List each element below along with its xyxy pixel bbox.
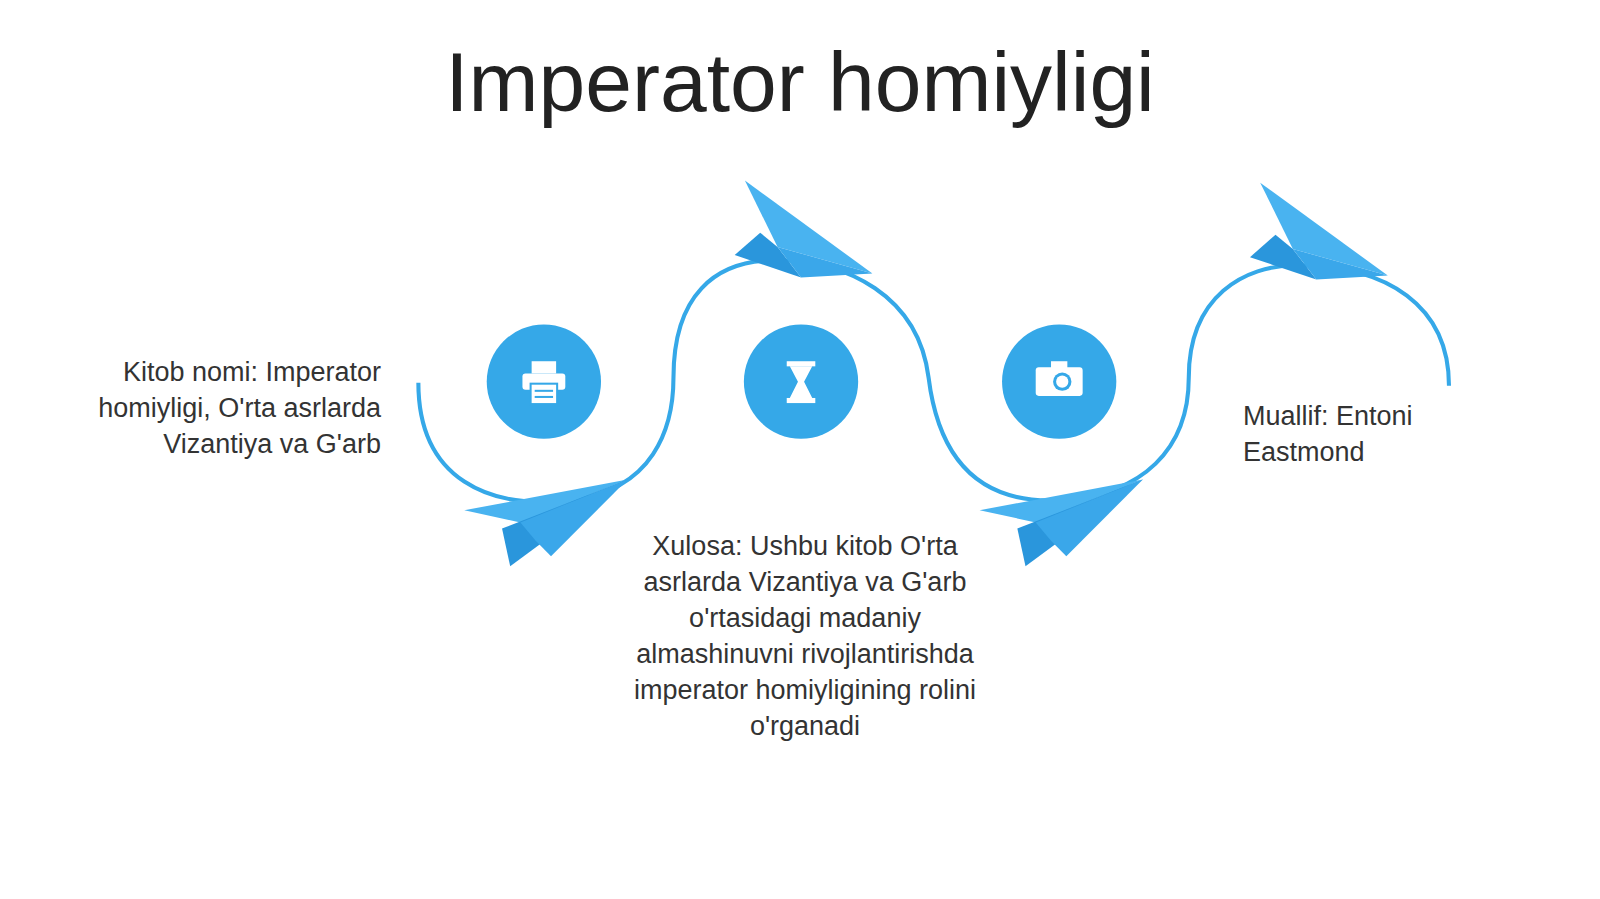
paper-plane [1250,183,1388,280]
paper-plane [735,181,873,278]
slide-title: Imperator homiyligi [300,32,1300,132]
info-text: Muallif: Entoni Eastmond [1243,398,1458,470]
paper-plane [980,480,1143,567]
info-text: Xulosa: Ushbu kitob O'rta asrlarda Vizan… [612,528,998,744]
hourglass-icon [744,324,858,438]
paper-plane [464,480,627,567]
camera-icon [1002,324,1116,438]
printer-icon [487,324,601,438]
info-text: Kitob nomi: Imperator homiyligi, O'rta a… [80,354,381,462]
